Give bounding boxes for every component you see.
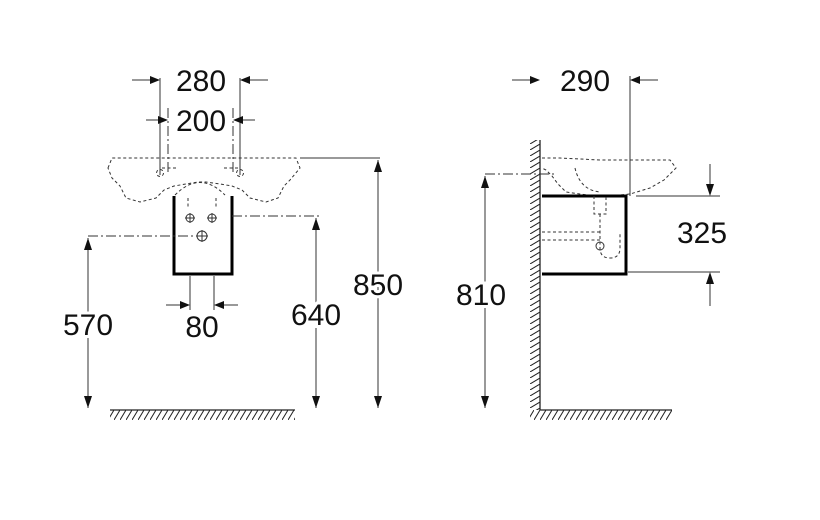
side-view: 290 810 325 [453,65,727,420]
pedestal-side [542,194,628,276]
front-view: 280 200 80 570 [60,65,406,420]
floor-front [110,409,295,420]
dimension-570-label: 570 [63,309,113,342]
dimension-290: 290 [512,65,658,98]
dimension-325-label: 325 [677,217,727,250]
floor-side [530,409,672,420]
dimension-200-label: 200 [176,105,226,138]
dimension-850: 850 [350,160,406,408]
basin-side [541,157,677,197]
dimension-810-label: 810 [456,279,506,312]
dimension-280: 280 [132,65,268,98]
dimension-80-label: 80 [185,311,218,344]
dimension-640-label: 640 [291,299,341,332]
dimension-280-label: 280 [176,65,226,98]
siphon-trap [542,196,621,259]
dimension-80: 80 [166,301,238,344]
dimension-810: 810 [453,176,509,408]
dimension-570: 570 [60,238,116,408]
dimension-290-label: 290 [560,65,610,98]
dimension-325: 325 [677,164,727,306]
wall-side [530,140,541,410]
dimension-640: 640 [288,218,344,408]
pedestal-front [172,196,234,276]
dimension-850-label: 850 [353,269,403,302]
basin-front [107,157,301,203]
fixing-holes [185,198,217,242]
dimension-200: 200 [146,105,255,138]
